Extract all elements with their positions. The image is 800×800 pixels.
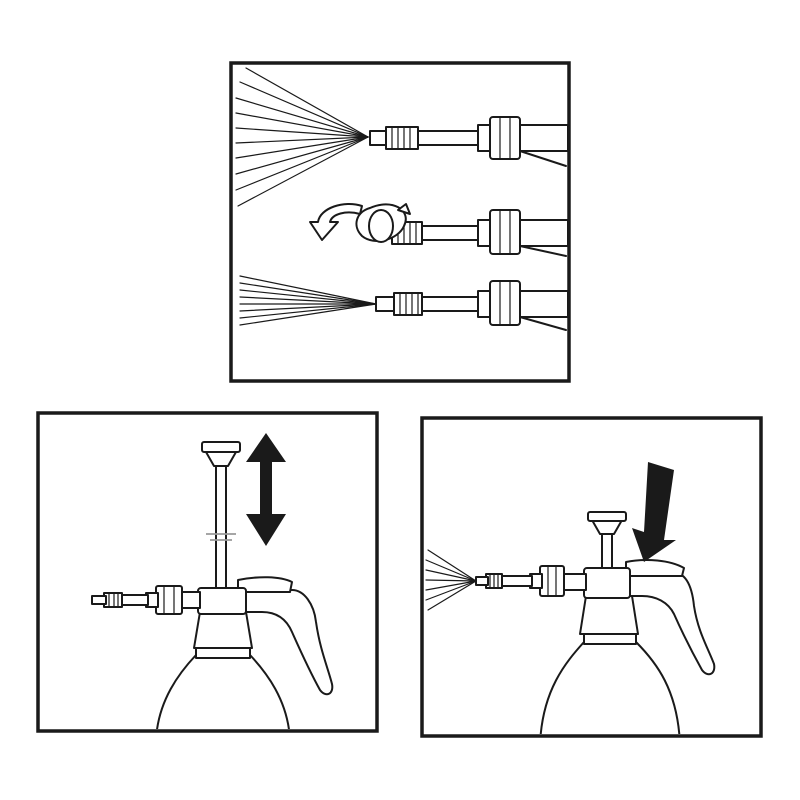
panel-nozzle-adjust xyxy=(229,61,571,383)
bottle xyxy=(156,611,290,729)
pump-plunger xyxy=(587,511,627,569)
panel-pump-pressure xyxy=(36,411,379,733)
pump-head xyxy=(583,567,631,599)
nozzle-assembly xyxy=(369,116,569,167)
spray-fan-lines xyxy=(425,549,477,611)
wide-spray-lines xyxy=(235,67,369,207)
lance-tube xyxy=(417,130,481,146)
coupling-nut xyxy=(155,585,183,615)
trigger-handle xyxy=(237,576,334,696)
lance-tube xyxy=(421,225,481,241)
adjust-ring xyxy=(385,126,419,150)
bottle-neck xyxy=(193,611,253,649)
bottle-neck xyxy=(579,595,639,635)
plunger-knob xyxy=(587,511,627,522)
trigger-lever xyxy=(237,576,293,593)
pump-plunger xyxy=(201,441,241,589)
nozzle-assembly xyxy=(475,565,587,597)
lance-tube xyxy=(421,296,481,312)
rotate-ring-step xyxy=(309,203,569,257)
lance-tube xyxy=(499,575,533,587)
trigger-lever xyxy=(625,559,685,577)
narrow-jet-step xyxy=(239,275,569,331)
nozzle-assembly xyxy=(375,280,569,331)
plunger-knob xyxy=(201,441,241,453)
wide-spray-step xyxy=(235,67,569,207)
coupling-nut xyxy=(539,565,565,597)
coupling-nut xyxy=(489,209,521,255)
lance-tube xyxy=(119,594,149,606)
pump-head xyxy=(197,587,247,615)
coupling-nut xyxy=(489,116,521,160)
rotate-arrow-icon xyxy=(309,203,411,243)
narrow-spray-lines xyxy=(239,275,377,326)
coupling-nut xyxy=(489,280,521,326)
panel-spray-trigger xyxy=(420,416,763,738)
nozzle-assembly xyxy=(91,585,201,615)
trigger-handle xyxy=(625,559,716,676)
press-down-arrow-icon xyxy=(632,462,676,562)
bottle xyxy=(539,595,681,734)
up-down-arrow-icon xyxy=(246,433,286,546)
